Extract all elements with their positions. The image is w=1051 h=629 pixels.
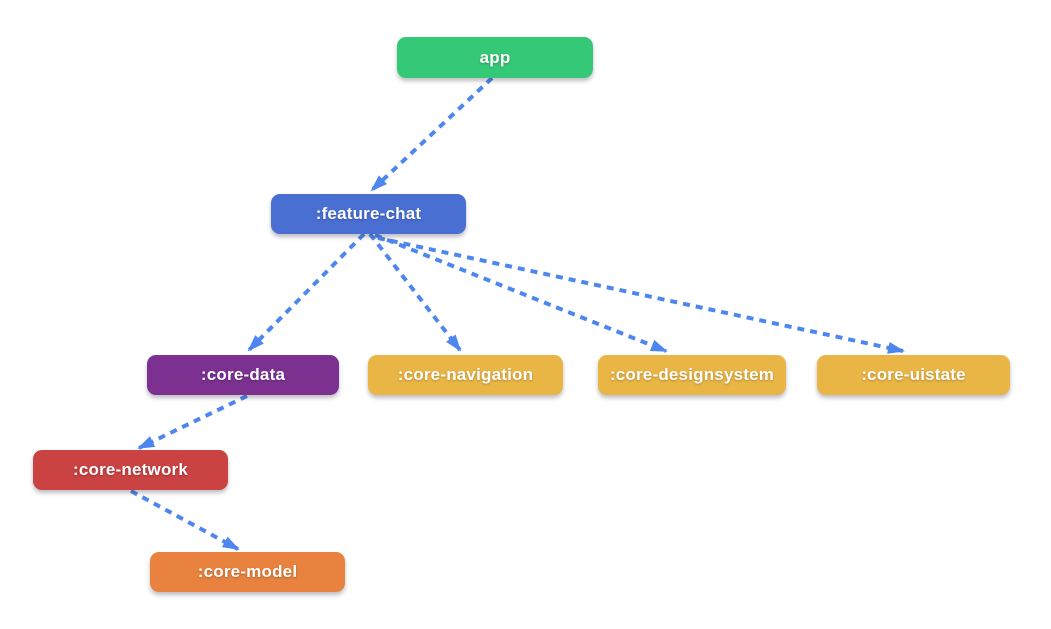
edge-core-data-to-core-network [137, 394, 248, 450]
node-label: :feature-chat [315, 204, 422, 223]
edge-feature-chat-to-core-navigation [368, 232, 462, 352]
node-label: :core-network [72, 460, 188, 479]
edge-feature-chat-to-core-uistate [377, 236, 905, 354]
node-core-model: :core-model [150, 552, 345, 592]
node-core-network: :core-network [33, 450, 228, 490]
edge-app-to-feature-chat [370, 76, 494, 192]
node-label: :core-navigation [397, 365, 534, 384]
node-core-designsystem: :core-designsystem [598, 355, 786, 395]
node-label: :core-uistate [861, 365, 966, 384]
node-core-data: :core-data [147, 355, 339, 395]
edge-feature-chat-to-core-designsystem [374, 233, 668, 353]
node-core-uistate: :core-uistate [817, 355, 1010, 395]
node-app: app [397, 37, 593, 78]
node-core-navigation: :core-navigation [368, 355, 563, 395]
node-label: :core-model [197, 562, 298, 581]
node-feature-chat: :feature-chat [271, 194, 466, 234]
edge-feature-chat-to-core-data [247, 232, 366, 352]
node-label: app [479, 47, 511, 67]
node-label: :core-data [200, 365, 286, 384]
node-label: :core-designsystem [609, 365, 775, 384]
edge-core-network-to-core-model [130, 489, 240, 551]
